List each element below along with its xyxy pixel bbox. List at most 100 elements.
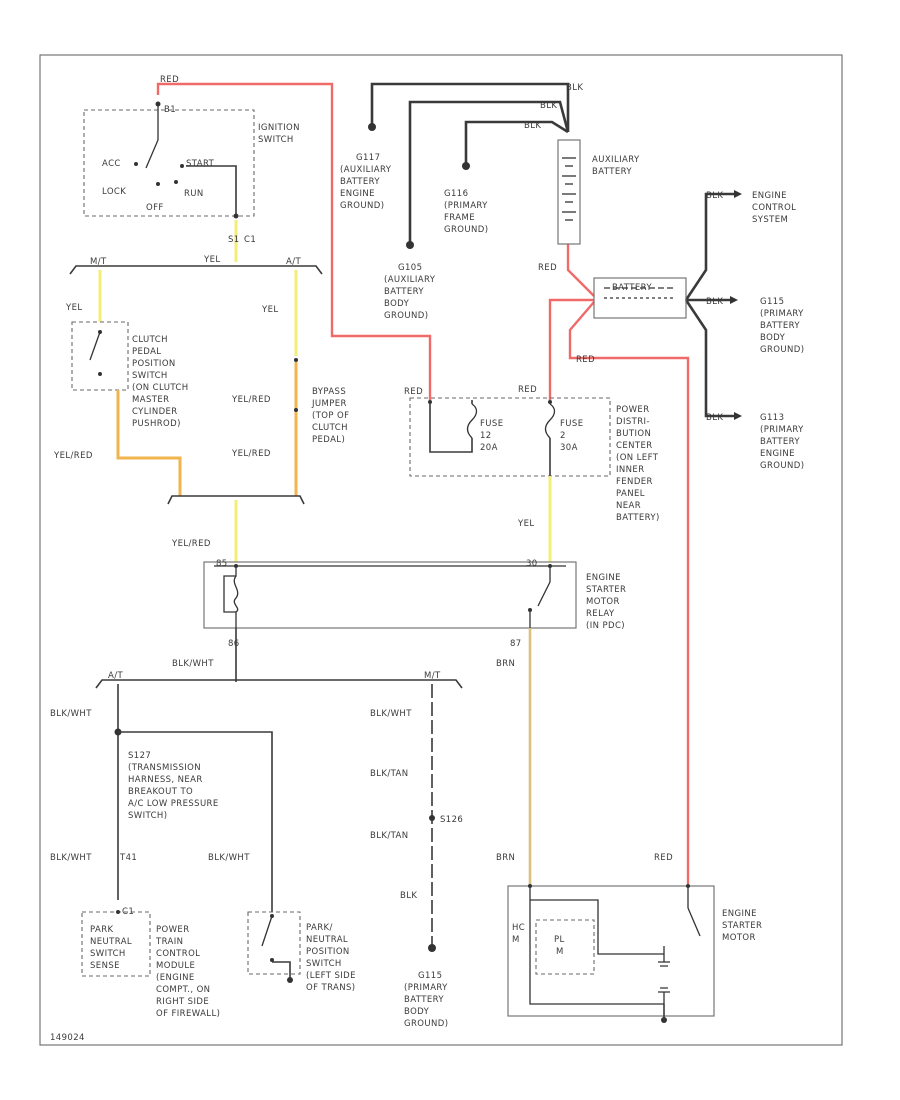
- ignition-switch: B1 ACC LOCK OFF START RUN IGNITION SWITC…: [83, 101, 300, 219]
- svg-text:STARTER: STARTER: [586, 585, 626, 595]
- s1-label: S1: [228, 235, 240, 245]
- svg-text:BATTERY: BATTERY: [592, 167, 632, 177]
- tag-red-top: RED: [160, 75, 179, 85]
- svg-text:(PRIMARY: (PRIMARY: [444, 201, 488, 211]
- svg-text:RELAY: RELAY: [586, 609, 615, 619]
- svg-text:SENSE: SENSE: [90, 961, 120, 971]
- blktan-label-2: BLK/TAN: [370, 831, 409, 841]
- g105-label: G105 (AUXILIARY BATTERY BODY GROUND): [384, 263, 435, 321]
- svg-text:SWITCH: SWITCH: [306, 959, 342, 969]
- svg-text:RED: RED: [518, 385, 537, 395]
- tag-blk-6: BLK: [706, 191, 723, 201]
- svg-text:C1: C1: [122, 907, 134, 917]
- g113-arrow-icon: [734, 412, 742, 420]
- svg-text:GROUND): GROUND): [760, 461, 804, 471]
- svg-text:IGNITION: IGNITION: [258, 123, 300, 133]
- yel-label-1: YEL: [203, 255, 221, 265]
- svg-text:(ON LEFT: (ON LEFT: [616, 453, 659, 463]
- svg-text:AUXILIARY: AUXILIARY: [592, 155, 640, 165]
- tag-red-aux: RED: [538, 263, 557, 273]
- svg-text:ENGINE: ENGINE: [722, 909, 757, 919]
- svg-text:(AUXILIARY: (AUXILIARY: [340, 165, 392, 175]
- svg-text:BATTERY: BATTERY: [404, 995, 444, 1005]
- g117-label: G117 (AUXILIARY BATTERY ENGINE GROUND): [340, 153, 392, 211]
- svg-text:NEUTRAL: NEUTRAL: [306, 935, 348, 945]
- svg-text:POSITION: POSITION: [306, 947, 350, 957]
- svg-text:CYLINDER: CYLINDER: [132, 407, 178, 417]
- svg-text:BATTERY: BATTERY: [340, 177, 380, 187]
- splice-s127-label: S127 (TRANSMISSION HARNESS, NEAR BREAKOU…: [128, 751, 219, 821]
- svg-text:RIGHT SIDE: RIGHT SIDE: [156, 997, 209, 1007]
- svg-text:B1: B1: [164, 105, 176, 115]
- svg-text:BODY: BODY: [384, 299, 410, 309]
- svg-text:(TOP OF: (TOP OF: [312, 411, 349, 421]
- bypass-connector-top: [294, 358, 298, 362]
- figure-code: 149024: [50, 1033, 85, 1043]
- yel-label-4: YEL: [517, 519, 535, 529]
- svg-text:GROUND): GROUND): [340, 201, 384, 211]
- svg-text:M: M: [512, 935, 520, 945]
- svg-text:CENTER: CENTER: [616, 441, 653, 451]
- blkwht-label-5: BLK/WHT: [370, 709, 412, 719]
- yelred-label-2: YEL/RED: [231, 395, 271, 405]
- svg-text:FENDER: FENDER: [616, 477, 653, 487]
- blkwht-label-1: BLK/WHT: [172, 659, 214, 669]
- pin-86-label: 86: [228, 639, 240, 649]
- svg-text:CLUTCH: CLUTCH: [132, 335, 168, 345]
- pcm-park-neutral-sense: C1 PARK NEUTRAL SWITCH SENSE: [81, 907, 151, 977]
- diagram-border: [39, 54, 843, 1046]
- blkwht-label-2: BLK/WHT: [50, 709, 92, 719]
- svg-text:BREAKOUT TO: BREAKOUT TO: [128, 787, 193, 797]
- svg-text:NEAR: NEAR: [616, 501, 641, 511]
- engine-control-arrow-icon: [734, 190, 742, 198]
- svg-text:30A: 30A: [560, 443, 578, 453]
- svg-text:(ENGINE: (ENGINE: [156, 973, 195, 983]
- svg-text:STARTER: STARTER: [722, 921, 762, 931]
- svg-text:PEDAL): PEDAL): [312, 435, 345, 445]
- svg-text:BATTERY: BATTERY: [384, 287, 424, 297]
- g117-ground-terminal: [368, 123, 376, 131]
- brn-label-2: BRN: [496, 853, 515, 863]
- svg-text:(PRIMARY: (PRIMARY: [760, 309, 804, 319]
- svg-text:MOTOR: MOTOR: [722, 933, 756, 943]
- mt-label-top: M/T: [90, 257, 107, 267]
- svg-text:ENGINE: ENGINE: [340, 189, 375, 199]
- park-neutral-position-switch: PARK/ NEUTRAL POSITION SWITCH (LEFT SIDE…: [247, 911, 356, 993]
- tag-blk-4: BLK: [706, 297, 723, 307]
- svg-text:(TRANSMISSION: (TRANSMISSION: [128, 763, 201, 773]
- svg-text:MOTOR: MOTOR: [586, 597, 620, 607]
- t41-label: T41: [119, 853, 137, 863]
- svg-text:BYPASS: BYPASS: [312, 387, 346, 397]
- yelred-label-1: YEL/RED: [53, 451, 93, 461]
- svg-text:A/C LOW PRESSURE: A/C LOW PRESSURE: [128, 799, 219, 809]
- svg-text:INNER: INNER: [616, 465, 645, 475]
- svg-text:(PRIMARY: (PRIMARY: [760, 425, 804, 435]
- clutch-pedal-switch: CLUTCH PEDAL POSITION SWITCH (ON CLUTCH …: [71, 321, 189, 429]
- svg-text:G113: G113: [760, 413, 784, 423]
- svg-text:POWER: POWER: [156, 925, 190, 935]
- svg-text:SYSTEM: SYSTEM: [752, 215, 788, 225]
- svg-text:M: M: [556, 947, 564, 957]
- svg-text:FRAME: FRAME: [444, 213, 475, 223]
- svg-text:ENGINE: ENGINE: [760, 449, 795, 459]
- pin-87-label: 87: [510, 639, 522, 649]
- engine-starter-motor: PL M HC M ENGINE STARTER MOTOR: [507, 884, 762, 1023]
- svg-text:SWITCH: SWITCH: [132, 371, 168, 381]
- svg-text:BATTERY: BATTERY: [760, 321, 800, 331]
- power-distribution-center: RED RED FUSE 12 20A FUSE 2 30A: [404, 385, 611, 477]
- brn-label-1: BRN: [496, 659, 515, 669]
- svg-text:G115: G115: [418, 971, 442, 981]
- svg-text:TRAIN: TRAIN: [155, 937, 183, 947]
- primary-battery: BATTERY: [593, 277, 687, 319]
- svg-text:(ON CLUTCH: (ON CLUTCH: [132, 383, 189, 393]
- svg-text:BATTERY): BATTERY): [616, 513, 660, 523]
- svg-text:FUSE: FUSE: [480, 419, 503, 429]
- g115-label: G115 (PRIMARY BATTERY BODY GROUND): [760, 297, 804, 355]
- svg-text:ACC: ACC: [102, 159, 121, 169]
- c1-label: C1: [244, 235, 256, 245]
- svg-text:OF TRANS): OF TRANS): [306, 983, 356, 993]
- svg-text:2: 2: [560, 431, 566, 441]
- svg-text:JUMPER: JUMPER: [311, 399, 347, 409]
- red-power-wires: [156, 82, 690, 884]
